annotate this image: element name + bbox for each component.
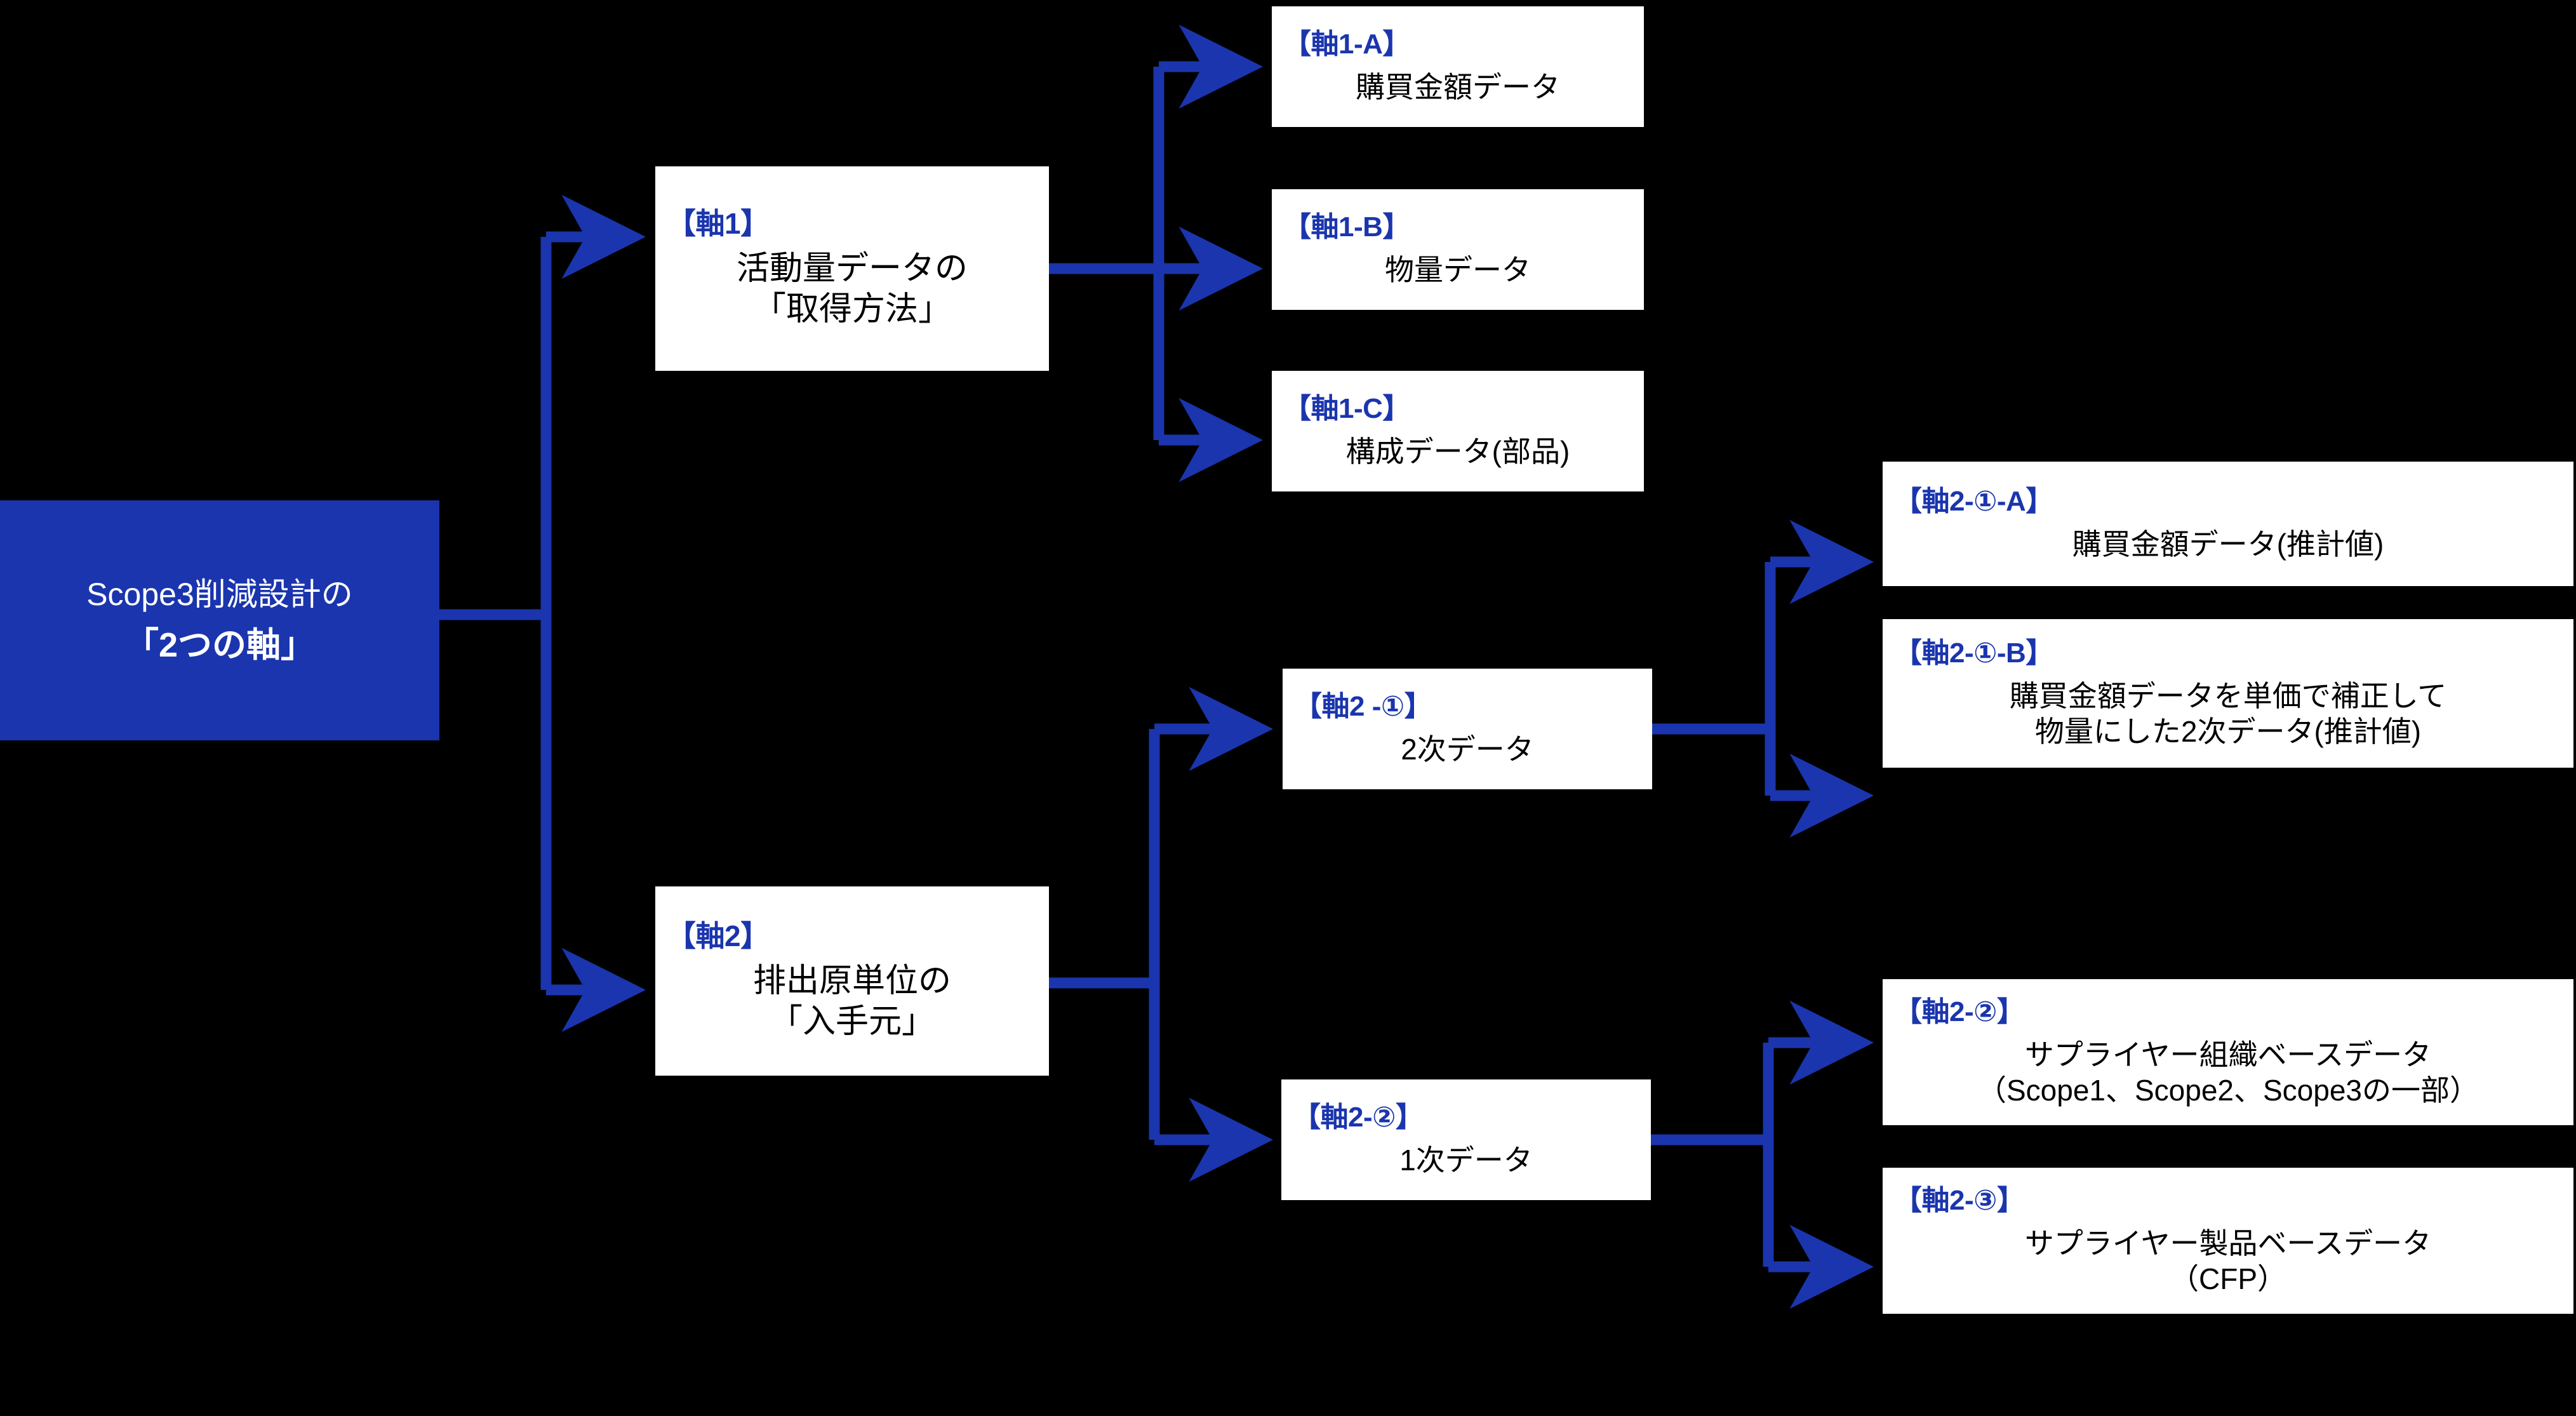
root-title-line1: Scope3削減設計の xyxy=(86,576,353,612)
node-axis2-1-body: 2次データ xyxy=(1401,732,1534,766)
connector-root-split xyxy=(439,194,646,1032)
node-axis2-2-right[interactable]: 【軸2-②】 サプライヤー組織ベースデータ （Scope1、Scope2、Sco… xyxy=(1883,979,2573,1125)
node-axis1-tag: 【軸1】 xyxy=(667,206,770,240)
node-axis2[interactable]: 【軸2】 排出原単位の 「入手元」 xyxy=(655,886,1049,1076)
node-axis2-3-right-body: サプライヤー製品ベースデータ （CFP） xyxy=(2024,1226,2432,1295)
node-axis2-1-a-tag: 【軸2-①-A】 xyxy=(1894,486,2053,518)
node-axis2-3-right[interactable]: 【軸2-③】 サプライヤー製品ベースデータ （CFP） xyxy=(1883,1168,2573,1314)
node-axis2-tag: 【軸2】 xyxy=(667,919,770,952)
node-axis1-b[interactable]: 【軸1-B】 物量データ xyxy=(1272,189,1644,310)
node-axis2-1-b-tag: 【軸2-①-B】 xyxy=(1894,638,2053,669)
connector-axis1-split xyxy=(1049,24,1264,483)
node-axis2-2-right-tag: 【軸2-②】 xyxy=(1894,996,2025,1028)
node-axis2-2[interactable]: 【軸2-②】 1次データ xyxy=(1281,1079,1651,1200)
node-axis2-3-right-tag: 【軸2-③】 xyxy=(1894,1185,2025,1217)
node-axis1-a-tag: 【軸1-A】 xyxy=(1283,29,1410,60)
root-node[interactable]: Scope3削減設計の 「2つの軸」 xyxy=(0,500,439,740)
node-axis2-body: 排出原単位の 「入手元」 xyxy=(752,963,951,1040)
node-axis2-2-right-body: サプライヤー組織ベースデータ （Scope1、Scope2、Scope3の一部） xyxy=(1977,1038,2479,1107)
root-title-line2: 「2つの軸」 xyxy=(124,625,316,664)
node-axis1-c-tag: 【軸1-C】 xyxy=(1283,393,1410,425)
node-axis1-b-body: 物量データ xyxy=(1385,253,1531,286)
node-axis2-1-tag: 【軸2 -①】 xyxy=(1294,691,1432,723)
node-axis2-1-b-body: 購買金額データを単価で補正して 物量にした2次データ(推計値) xyxy=(2009,679,2447,748)
node-axis1-c-body: 構成データ(部品) xyxy=(1345,434,1570,468)
node-axis2-1-b[interactable]: 【軸2-①-B】 購買金額データを単価で補正して 物量にした2次データ(推計値) xyxy=(1883,619,2573,768)
node-axis1-b-tag: 【軸1-B】 xyxy=(1283,211,1410,243)
node-axis2-1-a-body: 購買金額データ(推計値) xyxy=(2072,527,2384,561)
node-axis1-c[interactable]: 【軸1-C】 構成データ(部品) xyxy=(1272,371,1644,491)
node-axis2-2-body: 1次データ xyxy=(1399,1143,1533,1177)
node-axis2-1[interactable]: 【軸2 -①】 2次データ xyxy=(1283,669,1652,789)
connector-axis2-split xyxy=(1049,686,1274,1182)
node-axis2-2-tag: 【軸2-②】 xyxy=(1293,1102,1424,1133)
node-axis1[interactable]: 【軸1】 活動量データの 「取得方法」 xyxy=(655,166,1049,371)
node-axis2-1-a[interactable]: 【軸2-①-A】 購買金額データ(推計値) xyxy=(1883,462,2573,586)
node-axis1-a-body: 購買金額データ xyxy=(1356,70,1560,104)
connector-axis2-1-split xyxy=(1652,519,1874,838)
node-axis1-a[interactable]: 【軸1-A】 購買金額データ xyxy=(1272,6,1644,127)
connector-axis2-2-split xyxy=(1651,1000,1874,1309)
node-axis1-body: 活動量データの 「取得方法」 xyxy=(736,250,968,328)
